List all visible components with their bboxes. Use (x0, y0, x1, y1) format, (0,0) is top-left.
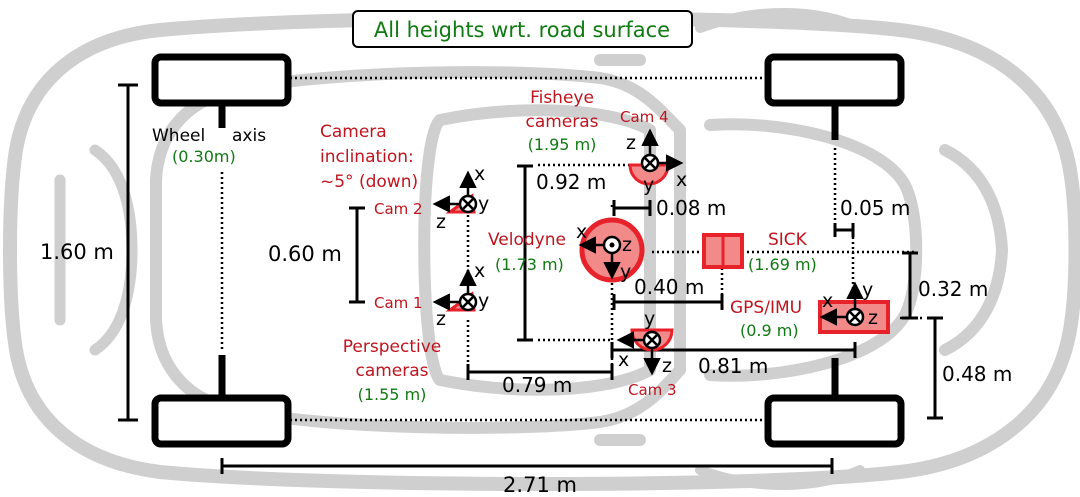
cam2-sensor (432, 170, 478, 214)
camera-inclination-line2: inclination: (320, 147, 414, 167)
cam4-axis-x: x (676, 169, 687, 191)
fisheye-label-line1: Fisheye (530, 88, 594, 108)
guide-lines (220, 76, 925, 422)
gps-height-label: (0.9 m) (740, 321, 799, 340)
dimension-lines (118, 83, 943, 474)
sick-label: SICK (768, 230, 808, 250)
velodyne-height-label: (1.73 m) (495, 255, 564, 274)
velodyne-axis-x: x (576, 221, 587, 243)
dim-velodyne-to-rear: 0.81 m (698, 354, 768, 378)
dim-gps-lateral: 0.48 m (942, 362, 1012, 386)
wheel-height-label: (0.30m) (172, 147, 236, 166)
fisheye-label-line2: cameras (525, 112, 598, 132)
camera-inclination-line3: ~5° (down) (320, 172, 418, 192)
velodyne-axis-z: z (622, 234, 632, 256)
title-text: All heights wrt. road surface (374, 18, 670, 42)
gps-imu-sensor (818, 281, 890, 334)
dim-fisheye-spacing: 0.92 m (536, 170, 606, 194)
cam3-axis-z: z (662, 355, 672, 377)
dim-cam-to-velodyne: 0.79 m (502, 373, 572, 397)
velodyne-axis-y: y (620, 261, 631, 283)
sick-sensor (702, 233, 744, 269)
cam3-sensor (616, 328, 674, 376)
gps-axis-z: z (868, 307, 878, 329)
cam4-axis-y: y (643, 174, 654, 196)
cam4-label: Cam 4 (620, 108, 669, 126)
cam3-axis-x: x (618, 349, 629, 371)
cam2-axis-x: x (474, 163, 485, 185)
axle-stubs (218, 103, 839, 398)
cam1-axis-z: z (436, 308, 446, 330)
dim-velodyne-to-sick: 0.40 m (634, 275, 704, 299)
title-box (352, 10, 693, 48)
fisheye-height-label: (1.95 m) (528, 135, 597, 154)
cam1-label: Cam 1 (374, 294, 423, 312)
velodyne-label: Velodyne (488, 230, 566, 250)
wheel-front-right (151, 394, 292, 448)
gps-axis-x: x (822, 290, 833, 312)
dim-cam4-offset: 0.08 m (656, 196, 726, 220)
wheel-front-left (151, 53, 292, 107)
cam1-axis-y: y (478, 290, 489, 312)
wheel-rear-left (764, 53, 905, 107)
cam4-axis-z: z (626, 132, 636, 154)
dim-cam-spacing: 0.60 m (268, 242, 342, 266)
car-silhouette (3, 7, 1080, 491)
dim-track: 1.60 m (40, 240, 114, 264)
cam2-label: Cam 2 (374, 200, 423, 218)
dim-wheelbase: 2.71 m (503, 473, 577, 497)
perspective-height-label: (1.55 m) (358, 385, 427, 404)
dim-velodyne-to-gps: 0.32 m (918, 277, 988, 301)
sick-height-label: (1.69 m) (748, 255, 817, 274)
cam1-axis-x: x (474, 260, 485, 282)
camera-inclination-line1: Camera (320, 122, 387, 142)
cam4-sensor (628, 128, 684, 186)
velodyne-sensor (578, 217, 645, 283)
axis-letters: x y z x y z x z y z x y y x z y x z (436, 132, 878, 377)
perspective-label-line2: cameras (355, 361, 428, 381)
wheel-rear-right (764, 394, 905, 448)
perspective-label-line1: Perspective (343, 337, 441, 357)
wheel-label: Wheel (152, 126, 205, 146)
gps-axis-y: y (862, 279, 873, 301)
gps-label: GPS/IMU (730, 298, 802, 318)
cam2-axis-y: y (478, 193, 489, 215)
dim-sick-offset: 0.05 m (840, 196, 910, 220)
cam2-axis-z: z (436, 211, 446, 233)
axis-label: axis (232, 126, 266, 146)
cam3-label: Cam 3 (628, 381, 677, 399)
cam1-sensor (432, 268, 478, 312)
cam3-axis-y: y (644, 308, 655, 330)
